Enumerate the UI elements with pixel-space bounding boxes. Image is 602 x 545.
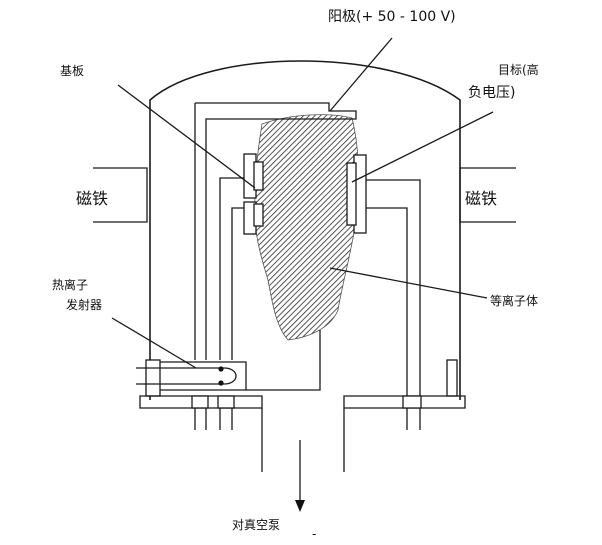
magnet-left-label: 磁铁 xyxy=(76,189,108,208)
dash-mark: - xyxy=(312,527,316,540)
plasma-cloud xyxy=(254,114,359,341)
emitter-loop xyxy=(136,367,237,385)
anode-label: 阳极(+ 50 - 100 V) xyxy=(328,9,456,25)
emitter-dot-top xyxy=(218,366,224,372)
emitter-block xyxy=(145,359,161,397)
substrate-leads xyxy=(219,177,244,360)
feedthrough-3 xyxy=(402,395,422,409)
base-plate-right xyxy=(343,395,466,409)
feedthrough-2 xyxy=(217,395,235,409)
leader-anode xyxy=(329,37,393,112)
feedthrough-wires xyxy=(194,408,233,430)
pump-port xyxy=(261,408,345,472)
magnet-right-label: 磁铁 xyxy=(465,189,497,208)
emitter-label-line1: 热离子 xyxy=(52,277,88,292)
target-leads xyxy=(366,179,421,430)
right-post xyxy=(446,359,458,397)
leader-substrate xyxy=(117,84,256,189)
pump-label: 对真空泵 xyxy=(232,518,280,532)
substrate-plate xyxy=(253,161,264,191)
leader-target xyxy=(351,111,494,183)
plasma-label: 等离子体 xyxy=(490,293,538,308)
bell-jar-dome xyxy=(149,60,461,400)
leader-plasma xyxy=(329,267,488,299)
magnet-left xyxy=(93,167,148,223)
leader-emitter xyxy=(111,317,197,369)
emitter-dot-bottom xyxy=(218,380,224,386)
target-label-line1: 目标(高 xyxy=(498,62,539,77)
pump-arrow-head xyxy=(295,500,305,512)
anode-electrode xyxy=(195,102,357,360)
magnet-right xyxy=(459,167,516,223)
feedthrough-1 xyxy=(191,395,209,409)
substrate-plate-lower xyxy=(253,203,264,227)
emitter-label-line2: 发射器 xyxy=(66,297,102,312)
target-label-line2: 负电压) xyxy=(468,85,515,101)
target-plate xyxy=(346,162,357,226)
substrate-label: 基板 xyxy=(60,64,84,78)
